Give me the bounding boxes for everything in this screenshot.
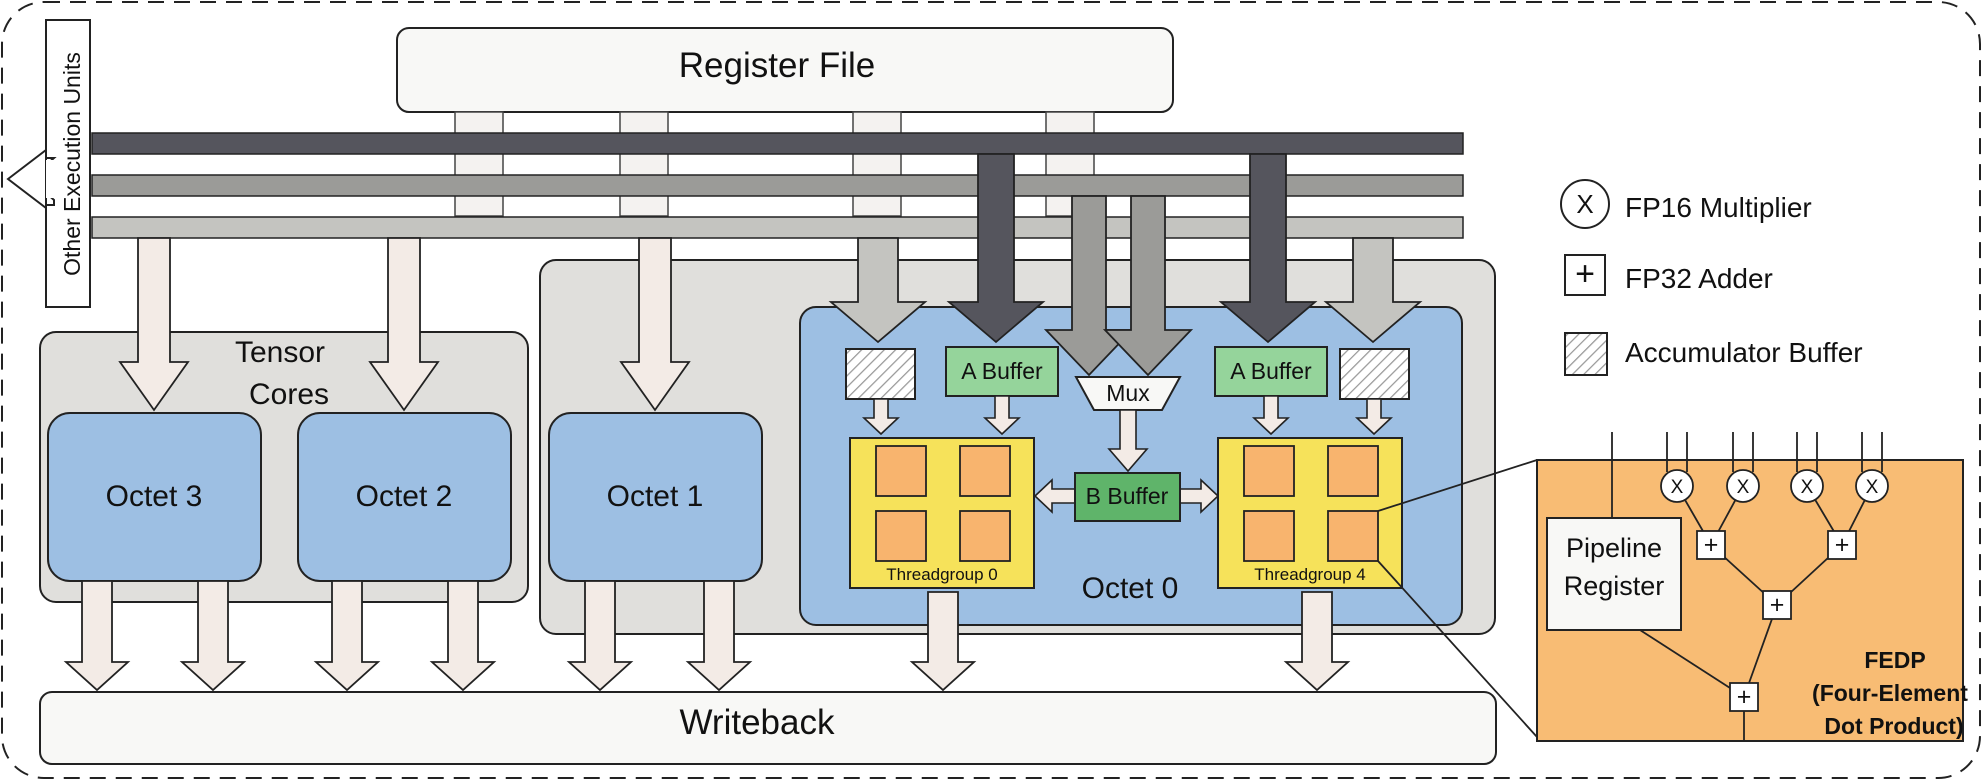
register-file-label: Register File xyxy=(679,46,875,85)
lane xyxy=(875,510,927,562)
writeback-arrows xyxy=(63,580,1351,692)
fedp-adders: + + + + xyxy=(1696,530,1857,712)
bus-mid xyxy=(91,174,1464,197)
arrow-a-left xyxy=(946,153,1046,344)
octet-3-label: Octet 3 xyxy=(106,480,203,513)
lane xyxy=(1243,510,1295,562)
octet-3: Octet 3 xyxy=(47,412,262,582)
register-file: Register File xyxy=(396,27,1174,113)
arrow-a-right xyxy=(1218,153,1318,344)
lane xyxy=(875,445,927,497)
writeback-label: Writeback xyxy=(680,703,835,742)
register-buses xyxy=(91,132,1464,239)
arrow-accum-right xyxy=(1323,237,1423,344)
octet-1: Octet 1 xyxy=(548,412,763,582)
register-connectors xyxy=(454,111,1095,217)
a-buffer-left-label: A Buffer xyxy=(961,358,1043,384)
buffer-arrows xyxy=(861,395,1394,473)
multiplier-legend-icon xyxy=(1560,179,1610,229)
svg-text:X: X xyxy=(1866,477,1879,498)
accumulator-legend-label: Accumulator Buffer xyxy=(1625,337,1863,368)
arrow-mux-right xyxy=(1102,195,1194,377)
octet-0-label: Octet 0 xyxy=(1082,572,1179,605)
threadgroup-0: Threadgroup 0 xyxy=(849,437,1035,589)
svg-text:Register: Register xyxy=(1564,571,1665,601)
other-execution-units: Other Execution Units xyxy=(6,19,91,308)
octet-1-label: Octet 1 xyxy=(607,480,704,513)
svg-text:X: X xyxy=(1576,189,1593,219)
tensor-cores-label-line1: Tensor xyxy=(235,336,325,369)
threadgroup-0-label: Threadgroup 0 xyxy=(886,565,998,584)
octet-2: Octet 2 xyxy=(297,412,512,582)
accumulator-legend-icon xyxy=(1564,332,1608,376)
svg-text:+: + xyxy=(1575,255,1595,293)
tensor-cores-label-line2: Cores xyxy=(249,378,329,411)
a-buffer-right: A Buffer xyxy=(1214,346,1328,397)
svg-text:X: X xyxy=(1737,477,1750,498)
fedp-title-line3: Dot Product) xyxy=(1824,713,1963,739)
legend: X FP16 Multiplier + FP32 Adder Accumulat… xyxy=(1560,179,1863,376)
fedp-title-line1: FEDP xyxy=(1864,647,1925,673)
other-units-arrowhead xyxy=(6,147,47,211)
svg-text:+: + xyxy=(1770,591,1785,619)
svg-text:+: + xyxy=(1835,531,1850,559)
svg-text:Pipeline: Pipeline xyxy=(1566,533,1662,563)
b-buffer-label: B Buffer xyxy=(1086,483,1169,509)
lane xyxy=(959,510,1011,562)
lane xyxy=(959,445,1011,497)
other-units-label: Other Execution Units xyxy=(59,52,85,276)
mux-label: Mux xyxy=(1106,380,1150,406)
lane xyxy=(1327,510,1379,562)
bus-light xyxy=(91,216,1464,239)
accumulator-buffer-left xyxy=(845,348,916,400)
pipeline-register xyxy=(1546,517,1682,631)
fedp-multipliers: X X X X xyxy=(1660,469,1889,503)
threadgroup-4: Threadgroup 4 xyxy=(1217,437,1403,589)
svg-text:+: + xyxy=(1704,531,1719,559)
lane xyxy=(1243,445,1295,497)
svg-text:X: X xyxy=(1671,477,1684,498)
adder-legend-label: FP32 Adder xyxy=(1625,263,1773,294)
other-units-arrow xyxy=(28,19,91,308)
svg-text:+: + xyxy=(1737,683,1752,711)
a-buffer-right-label: A Buffer xyxy=(1230,358,1312,384)
fedp-title-line2: (Four-Element xyxy=(1812,680,1968,706)
octet-2-label: Octet 2 xyxy=(356,480,453,513)
multiplier-legend-label: FP16 Multiplier xyxy=(1625,192,1812,223)
mux: Mux xyxy=(1074,376,1182,411)
fedp-detail: Pipeline Register X X X X xyxy=(1536,432,1968,742)
arrow-accum-left xyxy=(828,237,928,344)
octet0-input-arrows xyxy=(828,153,1423,377)
accumulator-buffer-right xyxy=(1339,348,1410,400)
zoom-lines xyxy=(1377,459,1538,738)
svg-text:X: X xyxy=(1801,477,1814,498)
bus-dark xyxy=(91,132,1464,155)
lane xyxy=(1327,445,1379,497)
a-buffer-left: A Buffer xyxy=(945,346,1059,397)
writeback: Writeback xyxy=(39,691,1497,765)
threadgroup-4-label: Threadgroup 4 xyxy=(1254,565,1366,584)
adder-legend-icon xyxy=(1564,254,1606,296)
input-arrows-light xyxy=(118,237,691,412)
b-buffer: B Buffer xyxy=(1033,472,1220,522)
